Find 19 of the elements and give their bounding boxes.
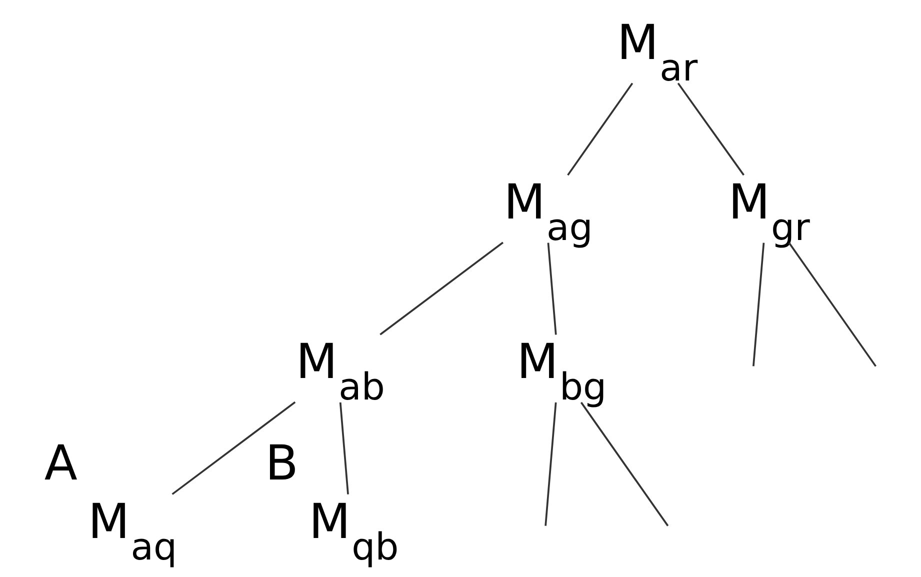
node-text: M$_{ab}$ — [296, 334, 385, 409]
connector — [544, 402, 557, 526]
node-label: B — [265, 435, 298, 492]
node-text: M$_{ar}$ — [616, 14, 698, 90]
connector — [172, 401, 296, 495]
connector — [752, 242, 765, 366]
node-text: M$_{ag}$ — [504, 174, 593, 250]
node-text: M$_{qb}$ — [308, 494, 399, 568]
connector — [547, 242, 557, 335]
connector — [380, 242, 504, 336]
connector — [788, 242, 876, 367]
node-label: A — [44, 435, 78, 492]
connector — [580, 402, 669, 526]
connector — [339, 402, 349, 494]
node-text: M$_{bg}$ — [516, 334, 607, 409]
connector — [567, 82, 634, 176]
connector — [677, 82, 744, 176]
node-text: M$_{gr}$ — [728, 174, 810, 250]
node-text: M$_{aq}$ — [88, 494, 178, 568]
